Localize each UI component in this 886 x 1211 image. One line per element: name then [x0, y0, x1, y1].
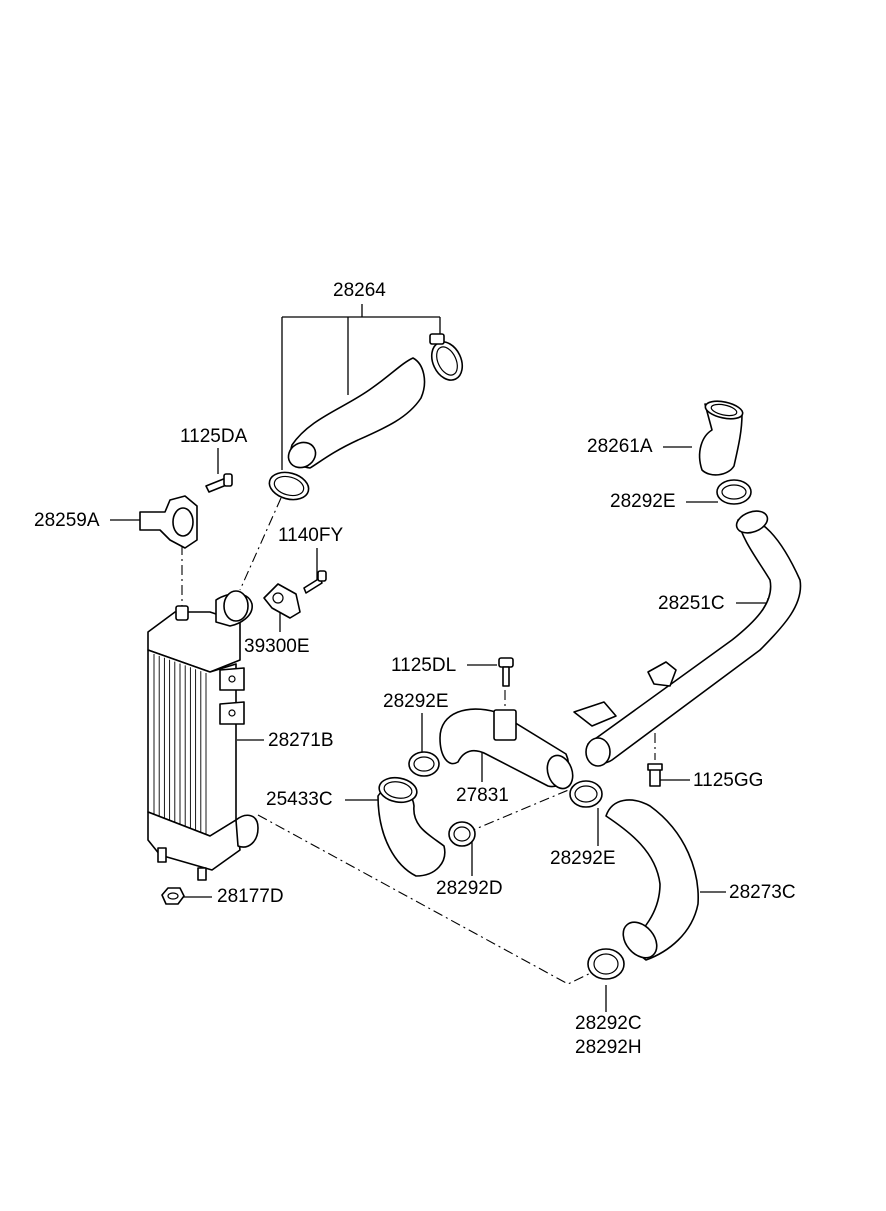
intake-hose-28264	[268, 333, 464, 501]
label-28292C: 28292C	[575, 1013, 642, 1034]
label-28177D: 28177D	[217, 886, 284, 907]
label-28271B: 28271B	[268, 730, 334, 751]
hose-28261A	[698, 400, 744, 476]
hose-28273C	[605, 799, 699, 961]
clamp-28292E-mid	[408, 751, 440, 777]
leader-lines	[110, 304, 769, 1012]
clamp-28292E-right	[569, 780, 603, 808]
label-25433C: 25433C	[266, 789, 333, 810]
label-27831: 27831	[456, 785, 509, 806]
label-28261A: 28261A	[587, 436, 653, 457]
hose-25433C	[377, 776, 446, 877]
nut-28177D	[161, 887, 185, 905]
bracket-28259A	[139, 473, 233, 549]
label-1125DA: 1125DA	[180, 426, 248, 447]
sensor-39300E	[263, 570, 327, 619]
label-28259A: 28259A	[34, 510, 100, 531]
label-39300E: 39300E	[244, 636, 310, 657]
label-28292D: 28292D	[436, 878, 503, 899]
alignment-lines	[181, 497, 656, 985]
pipe-28251C	[573, 510, 802, 787]
label-28292E-mid: 28292E	[383, 691, 449, 712]
label-28273C: 28273C	[729, 882, 796, 903]
clamp-28292C	[587, 948, 625, 980]
label-1140FY: 1140FY	[278, 525, 344, 546]
label-28264: 28264	[333, 280, 386, 301]
label-28251C: 28251C	[658, 593, 725, 614]
label-1125DL: 1125DL	[391, 655, 457, 676]
label-28292E-top: 28292E	[610, 491, 676, 512]
label-28292E-right: 28292E	[550, 848, 616, 869]
label-1125GG: 1125GG	[693, 770, 764, 791]
intercooler-28271B	[147, 590, 259, 881]
clamp-28292E-top	[716, 479, 752, 505]
label-28292H: 28292H	[575, 1037, 642, 1058]
clamp-28292D	[448, 821, 476, 847]
pipe-27831	[439, 657, 574, 790]
